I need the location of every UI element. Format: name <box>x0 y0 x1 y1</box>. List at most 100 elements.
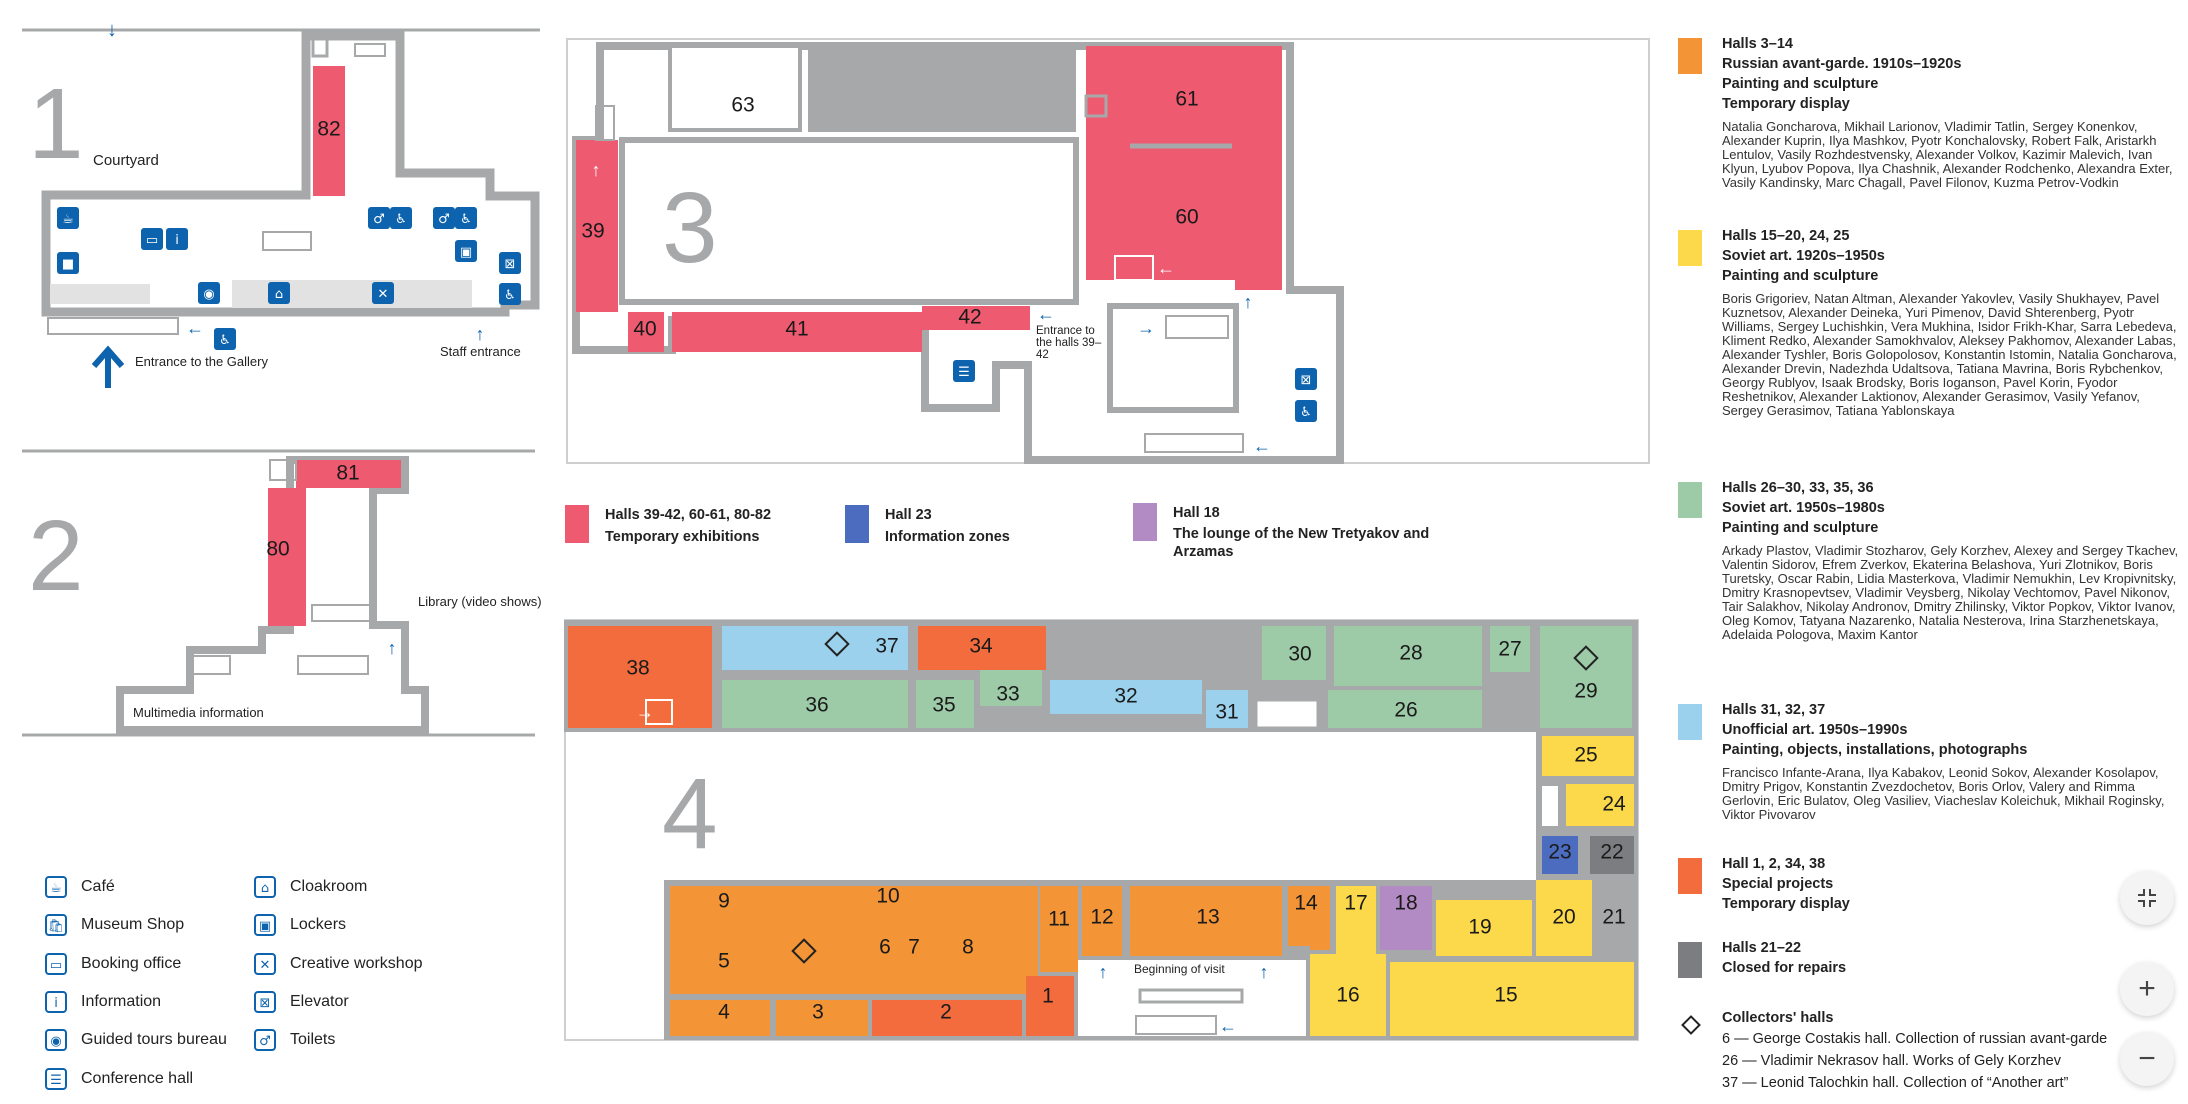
hall-41[interactable] <box>672 312 922 352</box>
shop-icon[interactable]: ■ <box>57 252 79 274</box>
up-arrow-icon: ↑ <box>1099 962 1108 982</box>
hall-60-61[interactable] <box>1086 46 1282 290</box>
hall-27[interactable] <box>1490 626 1530 672</box>
hall-32[interactable] <box>1050 680 1202 714</box>
hall-19[interactable] <box>1436 900 1532 956</box>
hall-16[interactable] <box>1390 962 1634 1036</box>
legend-info-title: Hall 23 <box>885 507 932 523</box>
hall-17-number: 17 <box>1344 892 1367 915</box>
hall-2[interactable] <box>872 1000 1022 1036</box>
hall-1[interactable] <box>1026 976 1074 1036</box>
hall-22[interactable] <box>1590 836 1634 874</box>
floor-3-stairs-right <box>1165 315 1229 339</box>
svg-text:☕: ☕ <box>50 881 62 896</box>
hall-42[interactable] <box>922 306 1030 330</box>
hall-37[interactable] <box>722 626 908 670</box>
hall-29[interactable] <box>1328 690 1482 728</box>
legend-title: Unofficial art. 1950s–1990s <box>1722 722 1908 738</box>
left-arrow-icon: ← <box>1219 1016 1237 1036</box>
halls-5-10[interactable] <box>670 886 1038 994</box>
entrance-halls-label: Entrance to the halls 39–42 <box>1036 325 1102 361</box>
hall-39[interactable] <box>576 140 618 312</box>
hall-12[interactable] <box>1082 886 1122 956</box>
cafe-icon[interactable]: ☕ <box>57 207 79 229</box>
hall-13[interactable] <box>1130 886 1282 956</box>
hall-35[interactable] <box>916 680 974 728</box>
hall-36[interactable] <box>722 680 908 728</box>
svg-text:▭: ▭ <box>146 233 158 248</box>
hall-23[interactable] <box>1542 836 1578 874</box>
hall-14-extra[interactable] <box>1310 886 1330 950</box>
legend-swatch <box>845 505 869 543</box>
hall-3[interactable] <box>776 1000 868 1036</box>
cloakroom-icon[interactable]: ⌂ <box>268 282 290 304</box>
toilets-icon[interactable]: ♂ <box>433 207 455 229</box>
legend-icon-label: Elevator <box>290 992 349 1010</box>
workshop-icon[interactable]: ✕ <box>372 282 394 304</box>
hall-4[interactable] <box>670 1000 770 1036</box>
elevator-icon[interactable]: ⊠ <box>1295 368 1317 390</box>
hall-28[interactable] <box>1334 626 1482 686</box>
hall-22-number: 22 <box>1600 841 1623 864</box>
floor-3-stairs-red <box>1114 255 1154 281</box>
hall-81[interactable] <box>296 460 401 488</box>
floor-3-lift-room <box>1107 303 1239 413</box>
hall-63[interactable] <box>668 44 802 132</box>
svg-text:♂: ♂ <box>438 212 450 227</box>
hall-38[interactable] <box>568 626 712 728</box>
accessible-icon[interactable]: ♿ <box>390 207 412 229</box>
legend-swatch <box>1678 858 1702 894</box>
hall-82[interactable] <box>313 66 345 196</box>
fit-screen-button[interactable] <box>2120 871 2174 925</box>
svg-text:✕: ✕ <box>260 958 271 973</box>
legend-type: Painting and sculpture <box>1722 520 1879 536</box>
hall-35-number: 35 <box>932 694 955 717</box>
hall-11[interactable] <box>1040 886 1078 972</box>
hall-3-number: 3 <box>812 1001 824 1024</box>
collectors-item: 26 — Vladimir Nekrasov hall. Works of Ge… <box>1722 1053 2061 1069</box>
hall-33[interactable] <box>980 670 1042 706</box>
hall-40[interactable] <box>628 312 664 352</box>
legend-halls: Hall 1, 2, 34, 38 <box>1722 856 1826 872</box>
legend-icon-label: Booking office <box>81 954 182 972</box>
hall-40-number: 40 <box>633 318 656 341</box>
toilets-icon[interactable]: ♂ <box>368 207 390 229</box>
floor-4-shaft <box>1490 680 1530 728</box>
elevator-icon[interactable]: ⊠ <box>499 252 521 274</box>
hall-18[interactable] <box>1380 886 1432 950</box>
conference-icon[interactable]: ☰ <box>953 360 975 382</box>
hall-15[interactable] <box>1310 954 1386 1036</box>
zoom-out-button[interactable]: − <box>2120 1032 2174 1086</box>
legend-icon-label: Information <box>81 992 162 1010</box>
legend-info-sub: Information zones <box>885 529 1010 545</box>
hall-34[interactable] <box>918 626 1046 670</box>
info-icon: i <box>45 990 67 1013</box>
booking-icon[interactable]: ▭ <box>141 228 163 250</box>
hall-24[interactable] <box>1566 784 1634 826</box>
svg-text:▣: ▣ <box>259 919 271 934</box>
legend-title: Russian avant-garde. 1910s–1920s <box>1722 56 1962 72</box>
hall-31[interactable] <box>1206 690 1248 728</box>
floor-2-stairs-top <box>269 459 297 481</box>
svg-text:♿: ♿ <box>395 212 407 227</box>
hall-20[interactable] <box>1536 880 1592 956</box>
tours-icon[interactable]: ◉ <box>198 282 220 304</box>
svg-text:♿: ♿ <box>219 333 231 348</box>
hall-30[interactable] <box>1262 626 1326 680</box>
hall-26[interactable] <box>1540 626 1632 728</box>
info-icon[interactable]: i <box>166 228 188 250</box>
hall-26-number: 26 <box>1394 699 1417 722</box>
accessible-icon[interactable]: ♿ <box>455 207 477 229</box>
hall-1-number: 1 <box>1042 985 1054 1008</box>
hall-25-number: 25 <box>1574 744 1597 767</box>
accessible-icon[interactable]: ♿ <box>499 283 521 305</box>
accessible-icon[interactable]: ♿ <box>214 328 236 350</box>
accessible-icon[interactable]: ♿ <box>1295 400 1317 422</box>
hall-25[interactable] <box>1542 736 1634 776</box>
legend-halls: Halls 15–20, 24, 25 <box>1722 228 1850 244</box>
lockers-icon[interactable]: ▣ <box>455 240 477 262</box>
hall-15-number: 15 <box>1494 984 1517 1007</box>
zoom-in-button[interactable]: + <box>2120 962 2174 1016</box>
hall-80[interactable] <box>268 488 306 626</box>
